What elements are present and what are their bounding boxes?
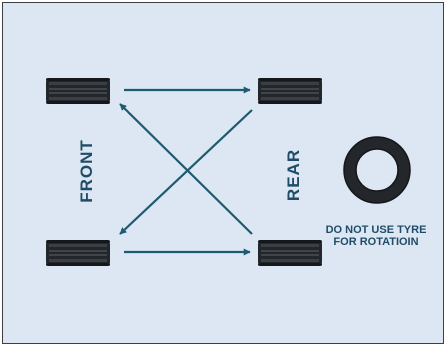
- rear-label: REAR: [284, 149, 303, 201]
- front-label: FRONT: [77, 139, 96, 203]
- note-line-2: FOR ROTATIOIN: [333, 236, 418, 248]
- rear-left-tyre-icon: [258, 78, 322, 104]
- rear-right-tyre-icon: [258, 240, 322, 266]
- note-line-1: DO NOT USE TYRE: [326, 224, 427, 236]
- front-left-tyre-icon: [46, 78, 110, 104]
- spare-tyre-icon: [344, 137, 410, 203]
- front-right-tyre-icon: [46, 240, 110, 266]
